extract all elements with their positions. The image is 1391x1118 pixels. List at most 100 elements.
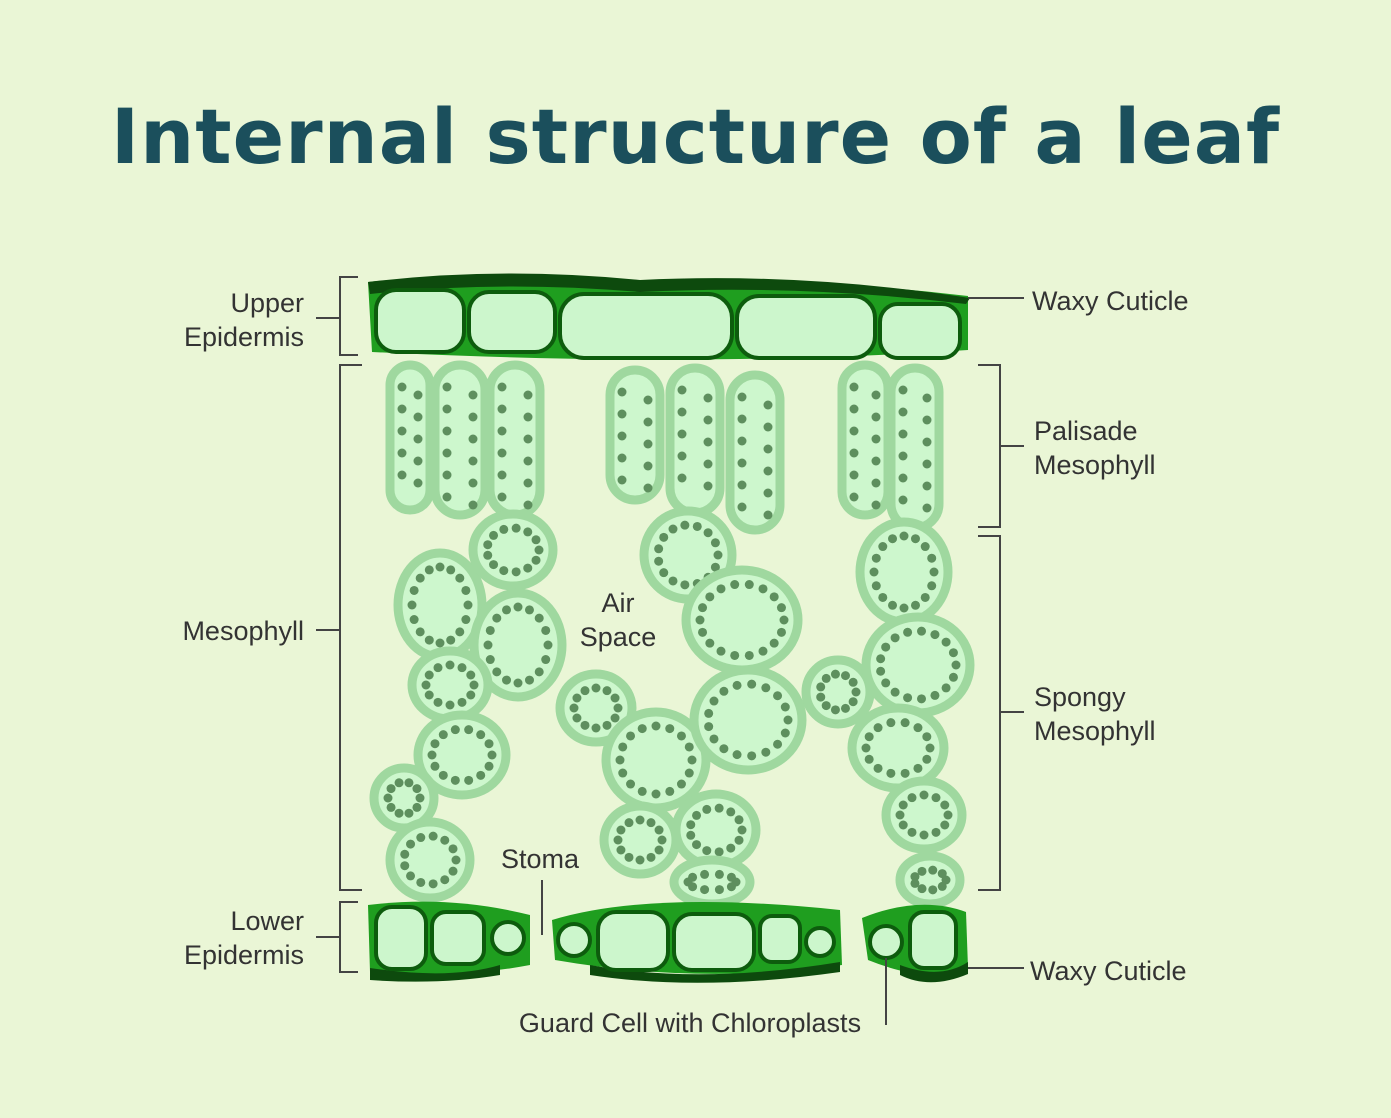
chloroplast bbox=[409, 585, 419, 595]
chloroplast bbox=[617, 475, 627, 485]
chloroplast bbox=[899, 531, 909, 541]
chloroplast bbox=[704, 722, 714, 732]
chloroplast bbox=[907, 793, 917, 803]
chloroplast bbox=[618, 768, 628, 778]
chloroplast bbox=[492, 613, 502, 623]
chloroplast bbox=[654, 825, 664, 835]
chloroplast bbox=[412, 784, 422, 794]
chloroplast bbox=[881, 642, 891, 652]
chloroplast bbox=[502, 605, 512, 615]
chloroplast bbox=[726, 807, 736, 817]
chloroplast bbox=[651, 721, 661, 731]
chloroplast bbox=[871, 553, 881, 563]
chloroplast bbox=[404, 808, 414, 818]
chloroplast bbox=[716, 584, 726, 594]
chloroplast bbox=[780, 728, 790, 738]
chloroplast bbox=[668, 524, 678, 534]
chloroplast bbox=[898, 429, 908, 439]
chloroplast bbox=[461, 585, 471, 595]
chloroplast bbox=[878, 542, 888, 552]
chloroplast bbox=[442, 470, 452, 480]
chloroplast bbox=[922, 732, 932, 742]
chloroplast bbox=[476, 730, 486, 740]
chloroplast bbox=[910, 600, 920, 610]
chloroplast bbox=[534, 613, 544, 623]
chloroplast bbox=[849, 470, 859, 480]
chloroplast bbox=[427, 750, 437, 760]
chloroplast bbox=[534, 545, 544, 555]
chloroplast bbox=[602, 686, 612, 696]
chloroplast bbox=[840, 703, 850, 713]
label-air-space-1: Air bbox=[602, 588, 635, 618]
chloroplast bbox=[922, 459, 932, 469]
chloroplast bbox=[903, 627, 913, 637]
chloroplast bbox=[816, 682, 826, 692]
chloroplast bbox=[643, 461, 653, 471]
chloroplast bbox=[591, 683, 601, 693]
chloroplast bbox=[780, 702, 790, 712]
chloroplast bbox=[917, 866, 927, 876]
chloroplast bbox=[665, 786, 675, 796]
label-stoma: Stoma bbox=[501, 844, 580, 874]
chloroplast bbox=[927, 581, 937, 591]
chloroplast bbox=[886, 768, 896, 778]
chloroplast bbox=[677, 385, 687, 395]
chloroplast bbox=[397, 382, 407, 392]
chloroplast bbox=[910, 534, 920, 544]
chloroplast bbox=[830, 669, 840, 679]
chloroplast bbox=[484, 739, 494, 749]
chloroplast bbox=[849, 382, 859, 392]
chloroplast bbox=[534, 667, 544, 677]
chloroplast bbox=[937, 869, 947, 879]
chloroplast bbox=[898, 407, 908, 417]
chloroplast bbox=[468, 390, 478, 400]
chloroplast bbox=[613, 835, 623, 845]
chloroplast bbox=[616, 825, 626, 835]
chloroplast bbox=[705, 638, 715, 648]
chloroplast bbox=[864, 732, 874, 742]
chloroplast bbox=[937, 881, 947, 891]
chloroplast bbox=[898, 451, 908, 461]
chloroplast bbox=[928, 865, 938, 875]
chloroplast bbox=[898, 473, 908, 483]
chloroplast bbox=[580, 720, 590, 730]
chloroplast bbox=[769, 592, 779, 602]
chloroplast bbox=[680, 520, 690, 530]
chloroplast bbox=[907, 827, 917, 837]
chloroplast bbox=[654, 845, 664, 855]
palisade-cell bbox=[385, 360, 435, 515]
chloroplast bbox=[876, 654, 886, 664]
chloroplast bbox=[659, 568, 669, 578]
chloroplast bbox=[580, 686, 590, 696]
chloroplast bbox=[734, 815, 744, 825]
chloroplast bbox=[442, 426, 452, 436]
chloroplast bbox=[610, 693, 620, 703]
chloroplast bbox=[941, 683, 951, 693]
chloroplast bbox=[448, 844, 458, 854]
chloroplast bbox=[698, 603, 708, 613]
chloroplast bbox=[951, 660, 961, 670]
chloroplast bbox=[415, 627, 425, 637]
chloroplast bbox=[665, 724, 675, 734]
palisade-cell bbox=[430, 360, 490, 520]
chloroplast bbox=[848, 697, 858, 707]
chloroplast bbox=[637, 786, 647, 796]
chloroplast bbox=[734, 835, 744, 845]
chloroplast bbox=[413, 456, 423, 466]
upper-epidermis bbox=[368, 273, 970, 360]
chloroplast bbox=[684, 742, 694, 752]
chloroplast bbox=[513, 678, 523, 688]
chloroplast bbox=[732, 750, 742, 760]
chloroplast bbox=[713, 550, 723, 560]
chloroplast bbox=[487, 750, 497, 760]
chloroplast bbox=[572, 693, 582, 703]
chloroplast bbox=[677, 429, 687, 439]
chloroplast bbox=[428, 831, 438, 841]
chloroplast bbox=[543, 640, 553, 650]
chloroplast bbox=[484, 761, 494, 771]
chloroplast bbox=[709, 734, 719, 744]
chloroplast bbox=[523, 527, 533, 537]
chloroplast bbox=[940, 800, 950, 810]
chloroplast bbox=[421, 680, 431, 690]
chloroplast bbox=[394, 778, 404, 788]
